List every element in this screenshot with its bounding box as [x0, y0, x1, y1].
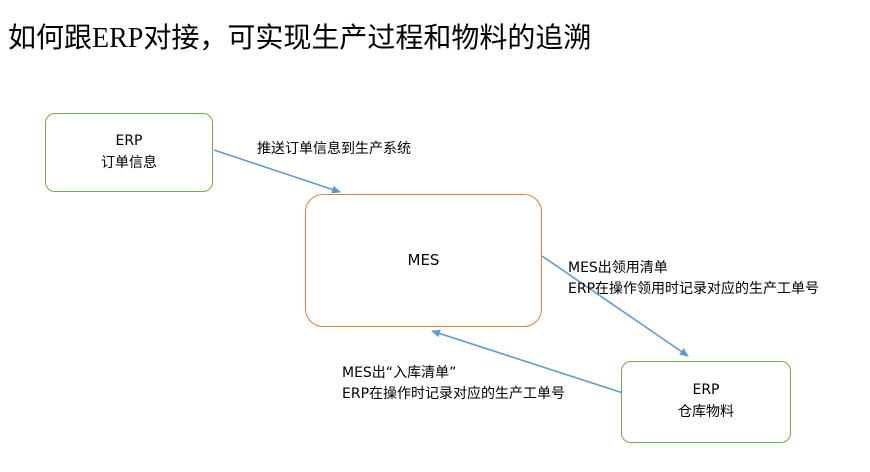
edge-label-warehouse-to-mes-line1: MES出“入库清单” — [342, 365, 457, 381]
edge-label-mes-to-warehouse: MES出领用清单 ERP在操作领用时记录对应的生产工单号 — [568, 258, 819, 300]
edge-label-warehouse-to-mes: MES出“入库清单” ERP在操作时记录对应的生产工单号 — [342, 363, 565, 405]
edge-label-mes-to-warehouse-line1: MES出领用清单 — [568, 260, 668, 276]
edge-label-order-to-mes: 推送订单信息到生产系统 — [257, 141, 411, 157]
page-title: 如何跟ERP对接，可实现生产过程和物料的追溯 — [8, 23, 592, 54]
edge-label-mes-to-warehouse-line2: ERP在操作领用时记录对应的生产工单号 — [568, 281, 820, 297]
edge-label-warehouse-to-mes-line2: ERP在操作时记录对应的生产工单号 — [342, 386, 566, 402]
node-erp-order: ERP 订单信息 — [45, 113, 213, 192]
node-erp-order-title: ERP — [115, 132, 143, 149]
node-mes: MES — [305, 194, 542, 327]
node-erp-order-subtitle: 订单信息 — [101, 154, 157, 171]
node-erp-warehouse-subtitle: 仓库物料 — [678, 404, 734, 420]
node-mes-label: MES — [407, 250, 440, 269]
node-erp-warehouse-title: ERP — [692, 382, 720, 399]
node-erp-warehouse: ERP 仓库物料 — [621, 361, 791, 443]
